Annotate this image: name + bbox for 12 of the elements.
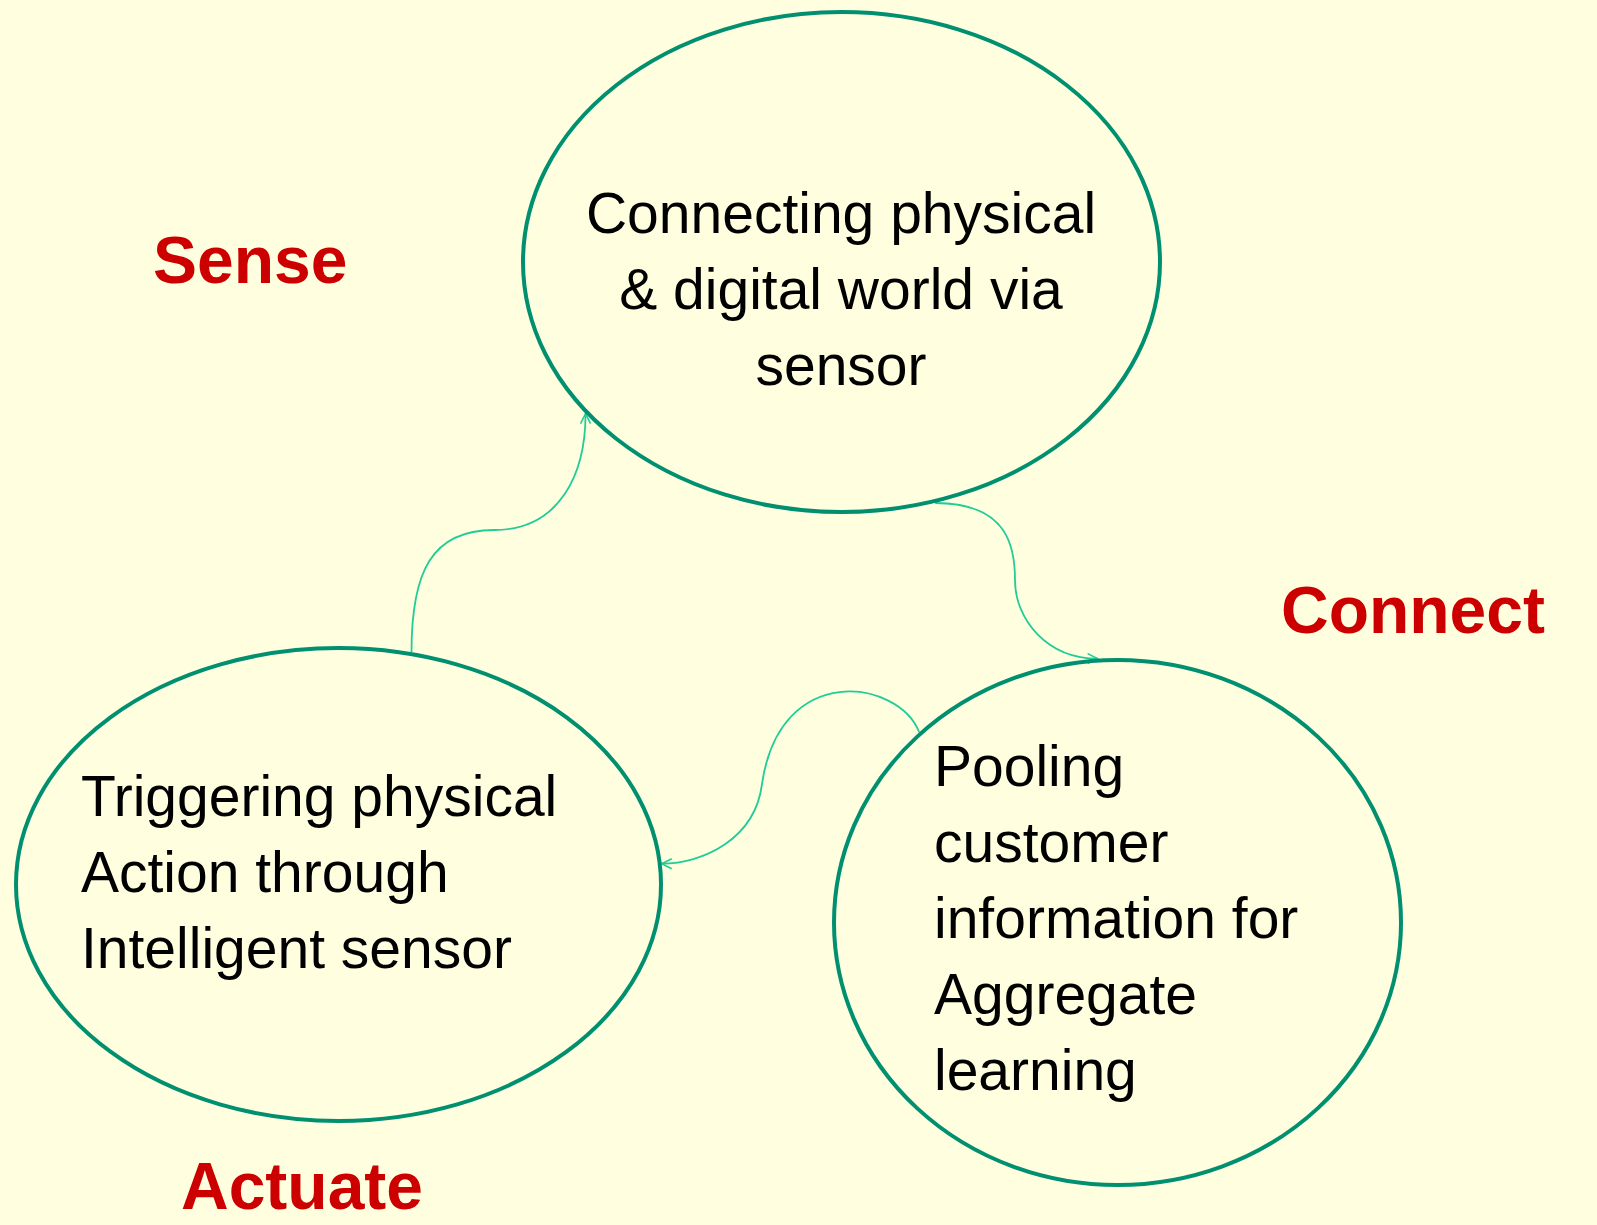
process-ellipse [521, 10, 1162, 514]
curved-arrow [660, 690, 921, 869]
stage-label: Actuate [181, 1148, 424, 1224]
process-ellipse [14, 646, 663, 1123]
curved-arrow [934, 502, 1099, 664]
node-text: Connecting physical & digital world via sensor [584, 180, 1098, 399]
node-text: Pooling customer information for Aggregate learning [934, 733, 1300, 1104]
stage-label: Sense [153, 222, 348, 298]
stage-label: Connect [1281, 572, 1545, 648]
node-text: Triggering physical Action through Intelligent sensor [81, 763, 559, 982]
process-ellipse [832, 658, 1403, 1187]
curved-arrow [410, 412, 591, 653]
